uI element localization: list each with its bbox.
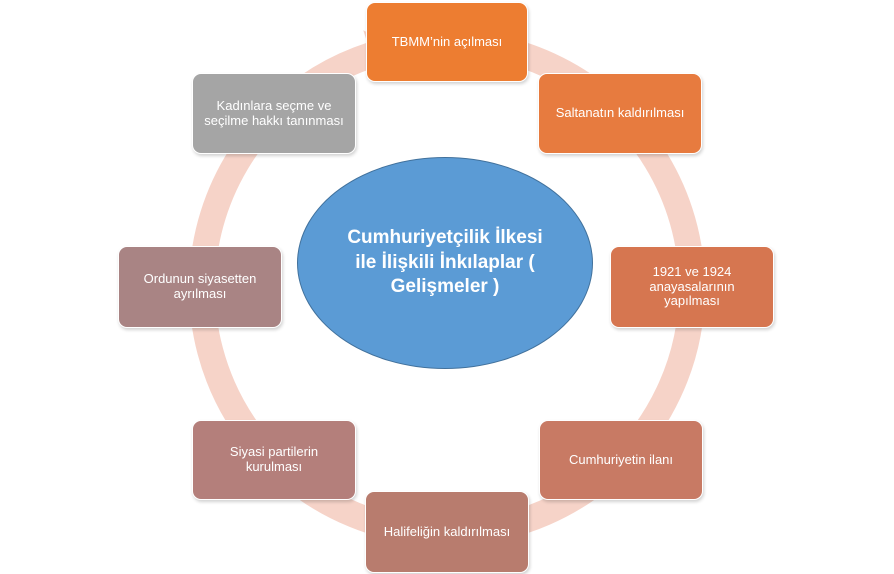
node-tbmm-opening: TBMM’nin açılması (366, 2, 528, 82)
node-label: Ordunun siyasetten ayrılması (143, 271, 257, 301)
node-label: Kadınlara seçme ve seçilme hakkı tanınma… (204, 97, 344, 128)
node-sultanate-abolition: Saltanatın kaldırılması (538, 73, 702, 154)
node-constitutions: 1921 ve 1924 anayasalarının yapılması (610, 246, 774, 328)
node-womens-suffrage: Kadınlara seçme ve seçilme hakkı tanınma… (192, 73, 356, 154)
center-topic-label: Cumhuriyetçilik İlkesi ile İlişkili İnkı… (347, 226, 543, 298)
node-label: Saltanatın kaldırılması (555, 105, 685, 121)
node-political-parties: Siyasi partilerin kurulması (192, 420, 356, 500)
node-label: Halifeliğin kaldırılması (383, 523, 511, 539)
node-label: TBMM’nin açılması (391, 33, 503, 49)
node-caliphate-abolition: Halifeliğin kaldırılması (365, 491, 529, 573)
node-republic-proclamation: Cumhuriyetin ilanı (539, 420, 703, 500)
node-label: Cumhuriyetin ilanı (568, 451, 674, 467)
node-army-politics-separation: Ordunun siyasetten ayrılması (118, 246, 282, 328)
center-topic: Cumhuriyetçilik İlkesi ile İlişkili İnkı… (297, 157, 593, 369)
node-label: Siyasi partilerin kurulması (229, 444, 319, 474)
node-label: 1921 ve 1924 anayasalarının yapılması (649, 263, 735, 309)
